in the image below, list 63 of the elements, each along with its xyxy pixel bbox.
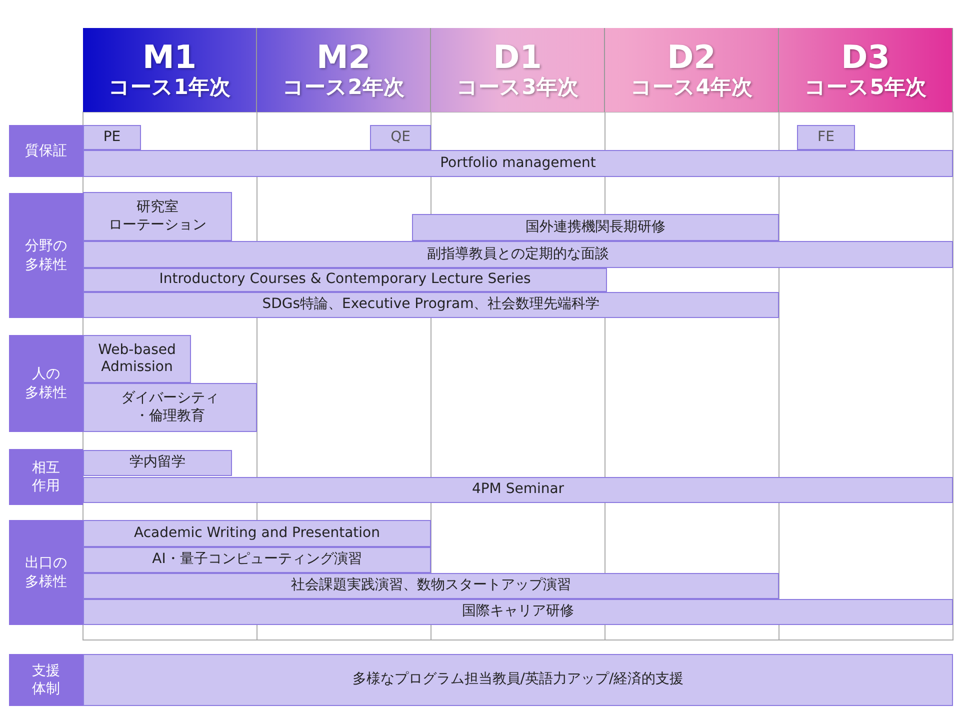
program-bar xyxy=(83,292,779,318)
year-header xyxy=(83,28,257,112)
program-text: 研究室ローテーション xyxy=(108,199,206,234)
year-header xyxy=(431,28,605,112)
program-bar xyxy=(83,241,953,268)
program-bar xyxy=(83,450,232,476)
year-heading: M1 xyxy=(142,40,197,75)
category-text: 支援体制 xyxy=(32,662,60,698)
program-text: 学内留学 xyxy=(130,454,186,472)
program-text: PE xyxy=(103,128,121,146)
program-text: Portfolio management xyxy=(440,154,596,172)
category-label xyxy=(9,520,83,625)
course-year-label: コース4年次 xyxy=(630,75,752,100)
year-heading: M2 xyxy=(316,40,371,75)
program-bar xyxy=(83,192,232,241)
program-bar xyxy=(83,125,141,150)
category-label xyxy=(9,449,83,505)
program-bar xyxy=(370,125,431,150)
program-bar xyxy=(797,125,855,150)
program-bar xyxy=(83,477,953,503)
course-year-label: コース1年次 xyxy=(108,75,230,100)
category-text: 相互作用 xyxy=(32,458,60,496)
category-text: 分野の多様性 xyxy=(25,237,67,274)
year-heading: D1 xyxy=(493,40,542,75)
course-year-label: コース5年次 xyxy=(804,75,926,100)
program-bar xyxy=(83,335,191,383)
program-text: QE xyxy=(390,128,410,146)
category-label xyxy=(9,193,83,318)
program-text: Web-based Admission xyxy=(97,342,177,376)
program-text: 多様なプログラム担当教員/英語力アップ/経済的支援 xyxy=(352,671,684,689)
year-heading: D3 xyxy=(841,40,890,75)
program-text: Introductory Courses & Contemporary Lecture Series xyxy=(159,271,531,289)
program-text: 国際キャリア研修 xyxy=(462,603,574,621)
category-label xyxy=(9,335,83,432)
year-header xyxy=(257,28,431,112)
program-text: 社会課題実践演習、数物スタートアップ演習 xyxy=(291,577,571,595)
category-text: 人の多様性 xyxy=(25,365,67,402)
program-bar xyxy=(83,268,607,292)
category-text: 出口の多様性 xyxy=(25,554,67,591)
year-heading: D2 xyxy=(667,40,716,75)
program-bar xyxy=(83,520,431,547)
program-bar xyxy=(412,214,779,241)
category-label xyxy=(9,125,83,177)
program-bar xyxy=(83,547,431,573)
course-year-label: コース3年次 xyxy=(456,75,578,100)
program-bar xyxy=(83,383,257,432)
program-text: 4PM Seminar xyxy=(472,481,564,499)
program-text: 副指導教員との定期的な面談 xyxy=(427,246,609,264)
category-text: 質保証 xyxy=(25,142,67,160)
category-label xyxy=(9,654,83,706)
program-text: SDGs特論、Executive Program、社会数理先端科学 xyxy=(262,296,600,314)
program-text: ダイバーシティ・倫理教育 xyxy=(121,390,219,425)
program-text: AI・量子コンピューティング演習 xyxy=(152,551,362,569)
program-bar xyxy=(83,599,953,625)
program-bar xyxy=(83,573,779,599)
program-bar xyxy=(83,654,953,706)
program-text: Academic Writing and Presentation xyxy=(134,524,380,542)
year-header xyxy=(605,28,779,112)
program-text: FE xyxy=(818,128,834,146)
program-bar xyxy=(83,150,953,177)
program-text: 国外連携機関長期研修 xyxy=(526,218,666,236)
course-year-label: コース2年次 xyxy=(282,75,404,100)
year-header xyxy=(779,28,953,112)
